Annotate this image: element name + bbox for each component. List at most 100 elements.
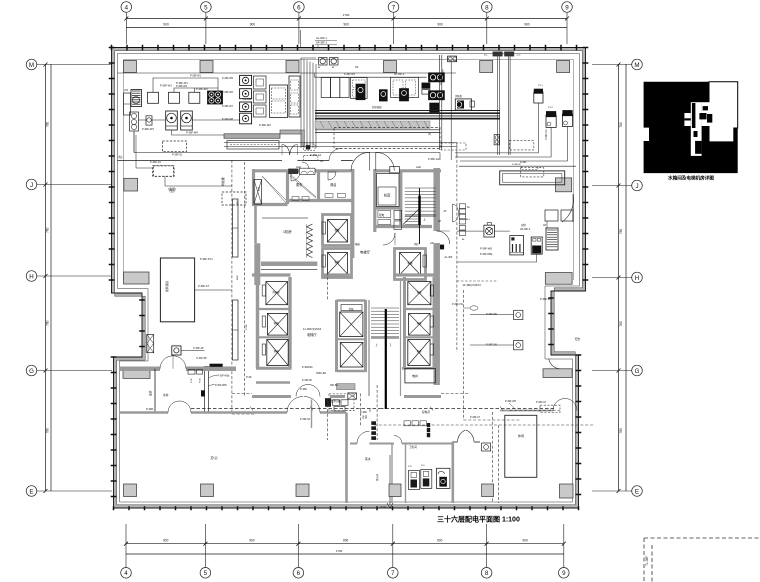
svg-text:候梯: 候梯 [355, 242, 360, 246]
svg-text:1机房: 1机房 [283, 229, 292, 234]
svg-text:AL-36F-1: AL-36F-1 [316, 36, 327, 40]
svg-text:(知): (知) [170, 188, 175, 193]
svg-text:AP-36F-2: AP-36F-2 [394, 73, 405, 76]
svg-text:780: 780 [619, 229, 623, 235]
svg-text:P-36F-W1: P-36F-W1 [190, 75, 202, 78]
svg-text:N2: N2 [355, 65, 359, 69]
svg-text:P-36F-W8: P-36F-W8 [222, 118, 234, 121]
svg-text:电井: 电井 [412, 373, 418, 378]
svg-text:客梯: 客梯 [274, 321, 279, 325]
svg-text:P-36F-W6: P-36F-W6 [222, 91, 234, 94]
svg-text:客梯: 客梯 [334, 260, 340, 264]
svg-text:M: M [634, 62, 639, 69]
svg-text:900: 900 [524, 22, 530, 26]
svg-text:P-36F-01: P-36F-01 [150, 160, 161, 164]
svg-text:J: J [635, 183, 638, 190]
svg-text:M: M [29, 62, 34, 69]
svg-text:更衣: 更衣 [296, 182, 303, 187]
svg-text:休闲: 休闲 [518, 433, 524, 438]
svg-text:P-36F-W8: P-36F-W8 [480, 247, 492, 251]
svg-text:P-36F-W: P-36F-W [512, 164, 522, 166]
svg-text:封闭母线: 封闭母线 [372, 105, 382, 109]
svg-text:下: 下 [389, 344, 392, 347]
svg-text:水箱间及电梯机房详图: 水箱间及电梯机房详图 [668, 175, 714, 182]
svg-text:AT: AT [318, 66, 321, 69]
svg-text:900: 900 [249, 539, 255, 543]
svg-text:4: 4 [124, 570, 128, 577]
svg-text:AP-36F-1: AP-36F-1 [316, 41, 328, 45]
svg-text:780: 780 [46, 428, 50, 434]
svg-text:9: 9 [562, 570, 566, 577]
svg-text:5: 5 [204, 4, 208, 11]
svg-text:780: 780 [619, 321, 623, 327]
svg-text:茶水间: 茶水间 [375, 473, 379, 481]
svg-text:P-36: P-36 [200, 378, 202, 383]
svg-text:PY-1: PY-1 [538, 85, 543, 87]
svg-text:36Fb-B2: 36Fb-B2 [316, 371, 327, 375]
svg-text:电井: 电井 [148, 390, 152, 396]
svg-text:P-36F-W3: P-36F-W3 [344, 73, 356, 76]
svg-text:客梯: 客梯 [407, 261, 413, 265]
svg-text:40+: 40+ [484, 55, 488, 57]
svg-text:7: 7 [391, 570, 395, 577]
svg-text:P-36F-W4: P-36F-W4 [186, 131, 198, 135]
svg-text:P-36F-W9: P-36F-W9 [540, 297, 552, 301]
svg-text:上: 上 [423, 218, 426, 222]
svg-text:机房: 机房 [384, 193, 390, 198]
svg-text:E: E [29, 488, 33, 495]
svg-text:8: 8 [485, 4, 489, 11]
svg-text:P-36F-G2: P-36F-G2 [428, 157, 440, 161]
svg-text:6: 6 [297, 4, 301, 11]
svg-text:1700: 1700 [336, 549, 343, 553]
svg-text:BW2: BW2 [237, 274, 239, 280]
svg-text:780: 780 [46, 227, 50, 233]
svg-text:电梯厅: 电梯厅 [360, 250, 371, 255]
svg-text:7: 7 [392, 4, 396, 11]
svg-text:会所信箱: 会所信箱 [330, 399, 341, 403]
svg-text:消控: 消控 [414, 242, 419, 246]
svg-text:BW1: BW1 [237, 199, 239, 205]
svg-text:900: 900 [163, 539, 169, 543]
svg-text:客梯: 客梯 [334, 228, 340, 232]
svg-text:J: J [30, 182, 33, 189]
svg-text:淋浴: 淋浴 [330, 182, 337, 187]
svg-text:客梯: 客梯 [417, 321, 422, 325]
svg-text:P-36F-W7: P-36F-W7 [222, 105, 234, 108]
svg-text:E: E [635, 488, 639, 495]
svg-text:P-36F-G1: P-36F-G1 [310, 153, 322, 157]
svg-text:茶水: 茶水 [365, 457, 371, 461]
svg-text:客梯: 客梯 [417, 349, 422, 353]
svg-text:P-36F-4P: P-36F-4P [193, 347, 204, 350]
svg-text:P-36F: P-36F [360, 410, 367, 414]
svg-text:900: 900 [523, 539, 529, 543]
svg-text:卫生间: 卫生间 [409, 445, 417, 449]
svg-text:AL: AL [467, 206, 471, 209]
svg-text:P-36F-5P: P-36F-5P [196, 357, 207, 360]
svg-text:P-36F: P-36F [300, 387, 307, 391]
svg-text:+0.4: +0.4 [516, 55, 521, 57]
svg-text:P-36F-10: P-36F-10 [536, 401, 547, 404]
svg-text:G: G [635, 368, 640, 375]
svg-text:1700: 1700 [343, 13, 350, 17]
svg-text:P-36F-G2: P-36F-G2 [440, 74, 443, 85]
svg-text:(知): (知) [118, 155, 122, 159]
svg-text:P-36F-W9: P-36F-W9 [442, 68, 445, 80]
svg-text:P-36/Fbb: P-36/Fbb [302, 365, 313, 369]
svg-text:PY-2: PY-2 [548, 107, 553, 109]
svg-text:P-36: P-36 [246, 375, 252, 379]
svg-text:P-36F-W2: P-36F-W2 [176, 85, 188, 88]
svg-text:5: 5 [204, 570, 208, 577]
svg-text:消防泵: 消防泵 [455, 94, 463, 98]
svg-text:900: 900 [344, 22, 350, 26]
svg-text:AL-36F: AL-36F [243, 97, 252, 101]
svg-text:AL-36F: AL-36F [445, 256, 453, 259]
svg-text:至37F: 至37F [380, 505, 387, 509]
svg-text:4P: 4P [438, 219, 441, 223]
svg-text:900: 900 [437, 22, 443, 26]
svg-text:客梯: 客梯 [274, 349, 279, 353]
svg-text:阳台: 阳台 [575, 337, 581, 341]
svg-text:水井: 水井 [163, 393, 169, 397]
svg-text:900: 900 [250, 22, 256, 26]
svg-text:客梯: 客梯 [417, 290, 422, 294]
svg-text:货梯: 货梯 [349, 307, 354, 311]
